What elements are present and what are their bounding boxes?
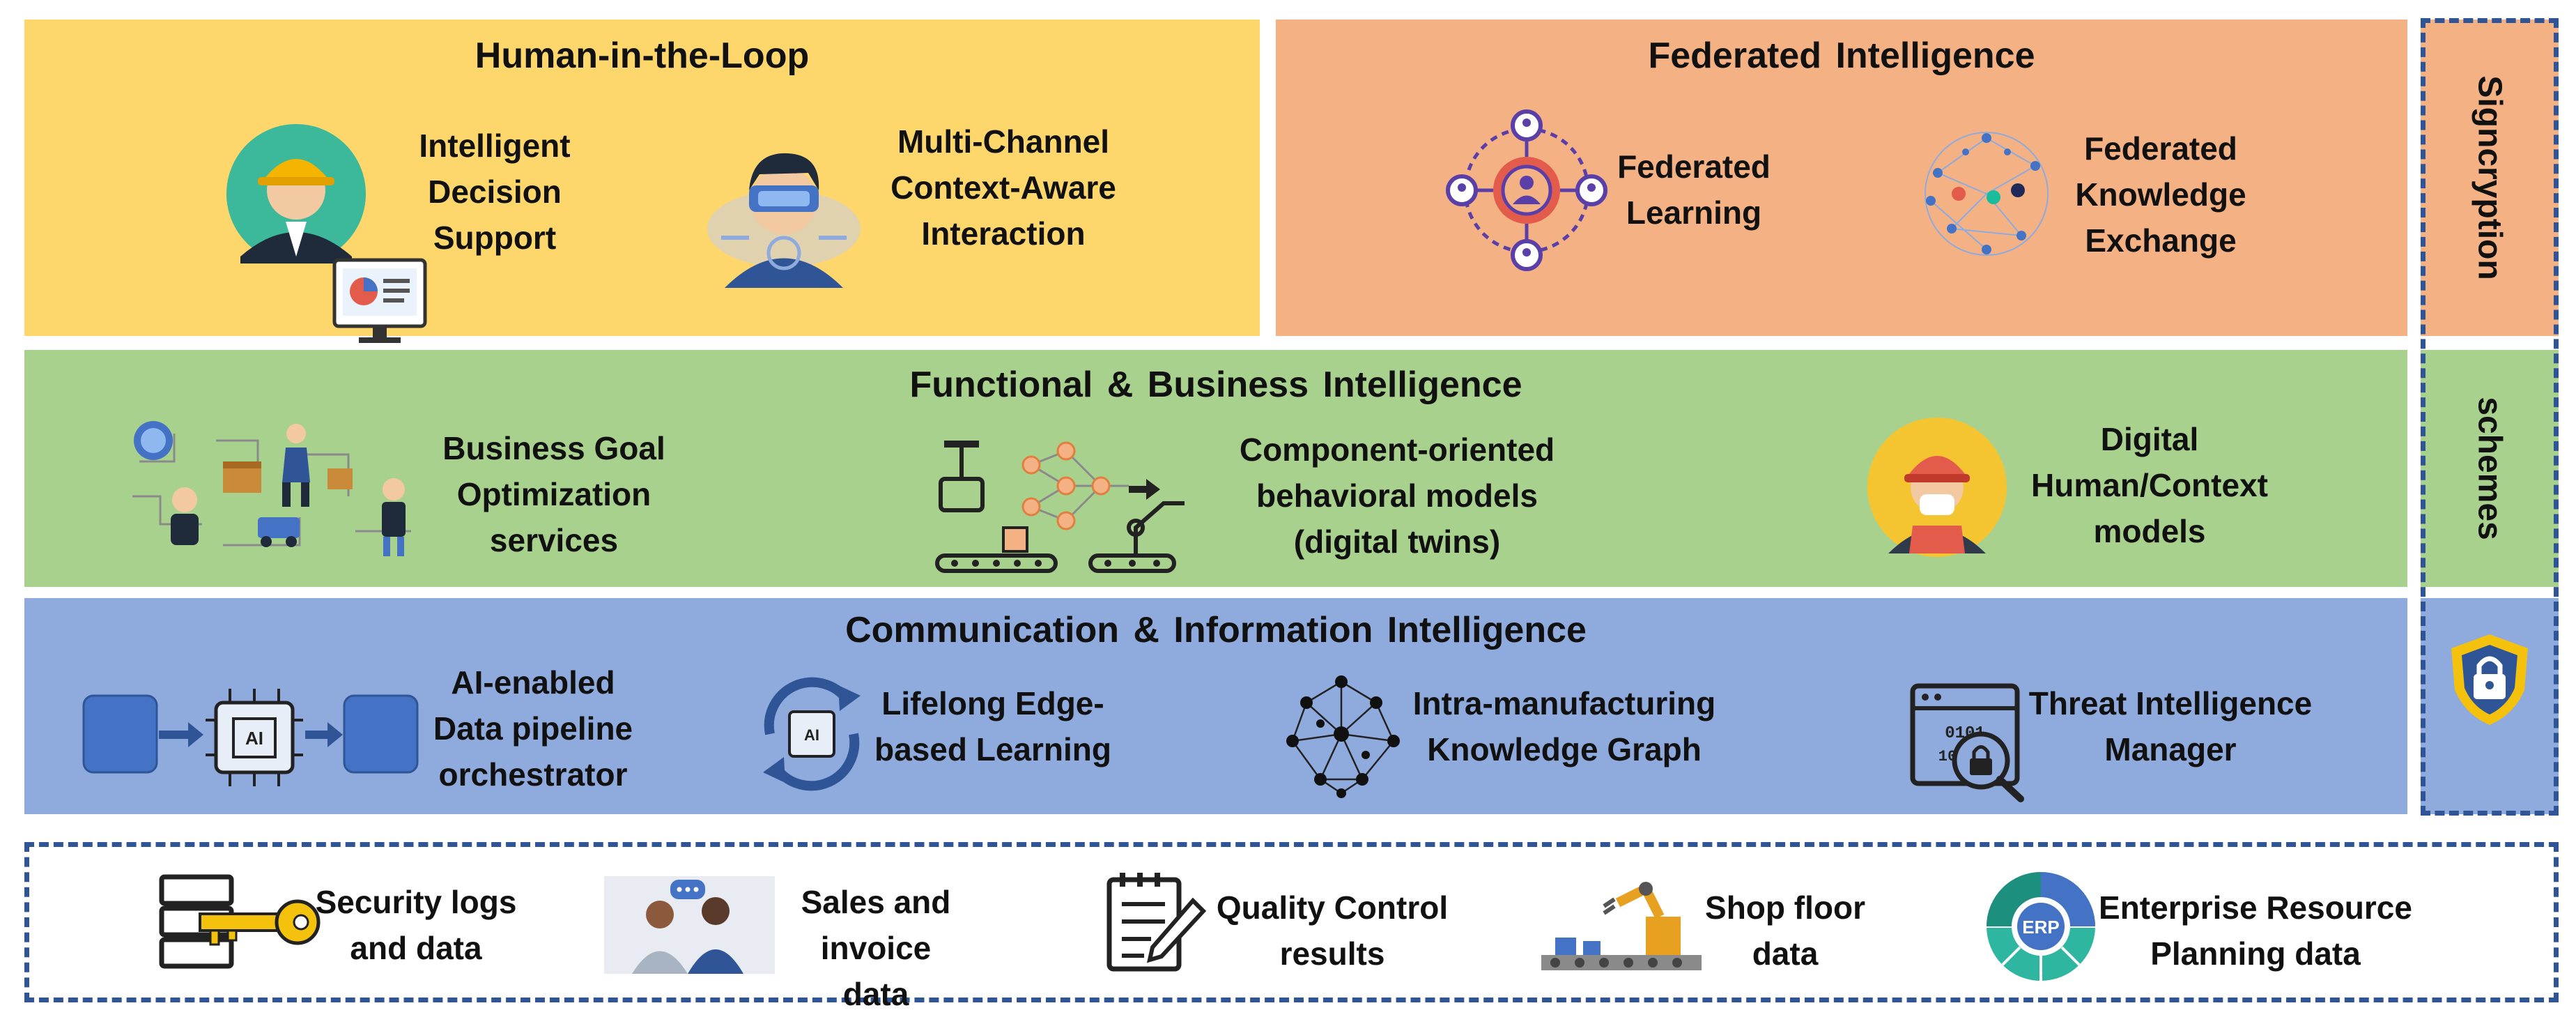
federated-title: Federated Intelligence <box>1648 36 2035 76</box>
federated-learning-label: Federated Learning <box>1617 148 1771 231</box>
server-key-icon <box>159 874 321 969</box>
multi-channel-interaction-label: Multi-Channel Context-Aware Interaction <box>890 123 1116 252</box>
knowledge-network-icon <box>1925 132 2049 256</box>
svg-text:AI: AI <box>804 726 819 744</box>
digital-human-context-label: Digital Human/Context models <box>2031 421 2268 549</box>
signcryption-upper-bg <box>2421 20 2559 336</box>
checklist-pen-icon <box>1106 873 1207 972</box>
functional-title: Functional & Business Intelligence <box>909 365 1522 405</box>
svg-text:ERP: ERP <box>2022 917 2059 938</box>
security-logs-label: Security logs and data <box>315 884 517 966</box>
business-process-icon <box>132 421 411 556</box>
functional-business-panel: Functional & Business Intelligence Busin… <box>24 350 2407 587</box>
digital-twin-robot-icon <box>935 441 1185 573</box>
data-sources-panel: Security logs and data Sales and invoice… <box>24 842 2559 1012</box>
ai-chip-pipeline-icon: AI <box>82 689 419 786</box>
signcryption-label: Signcryption <box>2471 75 2508 280</box>
communication-title: Communication & Information Intelligence <box>845 610 1587 650</box>
worker-avatar-icon <box>1867 418 2007 557</box>
federated-intelligence-panel: Federated Intelligence Federated Learnin… <box>1276 20 2407 336</box>
svg-text:AI: AI <box>245 728 263 749</box>
robot-arm-conveyor-icon <box>1541 882 1702 970</box>
federated-knowledge-exchange-label: Federated Knowledge Exchange <box>2075 130 2246 259</box>
quality-control-label: Quality Control results <box>1216 889 1449 972</box>
erp-wheel-icon: ERP <box>1987 872 2095 981</box>
people-talking-icon <box>604 876 775 974</box>
intelligent-decision-support-label: Intelligent Decision Support <box>419 128 571 256</box>
lifelong-edge-learning-label: Lifelong Edge- based Learning <box>874 685 1111 767</box>
communication-information-panel: Communication & Information Intelligence… <box>24 598 2407 814</box>
schemes-label-box: schemes <box>2421 350 2559 587</box>
knowledge-graph-label: Intra-manufacturing Knowledge Graph <box>1412 685 1716 767</box>
engineer-dashboard-icon <box>226 124 427 343</box>
signcryption-middle-bg <box>2421 350 2559 587</box>
sales-invoice-label: Sales and invoice data <box>801 884 951 1012</box>
threat-intelligence-manager-label: Threat Intelligence Manager <box>2028 685 2313 767</box>
data-pipeline-orchestrator-label: AI-enabled Data pipeline orchestrator <box>433 664 633 793</box>
vr-headset-user-icon <box>707 153 861 288</box>
threat-analysis-icon: 0101 10 <box>1910 683 2024 802</box>
component-behavioral-models-label: Component-oriented behavioral models (di… <box>1239 431 1555 560</box>
erp-data-label: Enterprise Resource Planning data <box>2099 889 2412 972</box>
federated-network-icon <box>1446 109 1607 271</box>
shop-floor-label: Shop floor data <box>1705 889 1865 972</box>
signcryption-dashed-border <box>2421 18 2559 816</box>
knowledge-graph-icon <box>1286 675 1400 798</box>
ai-chip-cycle-icon: AI <box>763 677 861 791</box>
shield-lock-icon <box>2451 634 2528 725</box>
signcryption-label-box: Signcryption <box>2421 20 2559 336</box>
schemes-label: schemes <box>2471 397 2508 540</box>
human-in-the-loop-panel: Human-in-the-Loop Intelligent Decision S… <box>24 20 1260 343</box>
hitl-title: Human-in-the-Loop <box>475 36 810 76</box>
business-goal-optimization-label: Business Goal Optimization services <box>442 430 665 558</box>
